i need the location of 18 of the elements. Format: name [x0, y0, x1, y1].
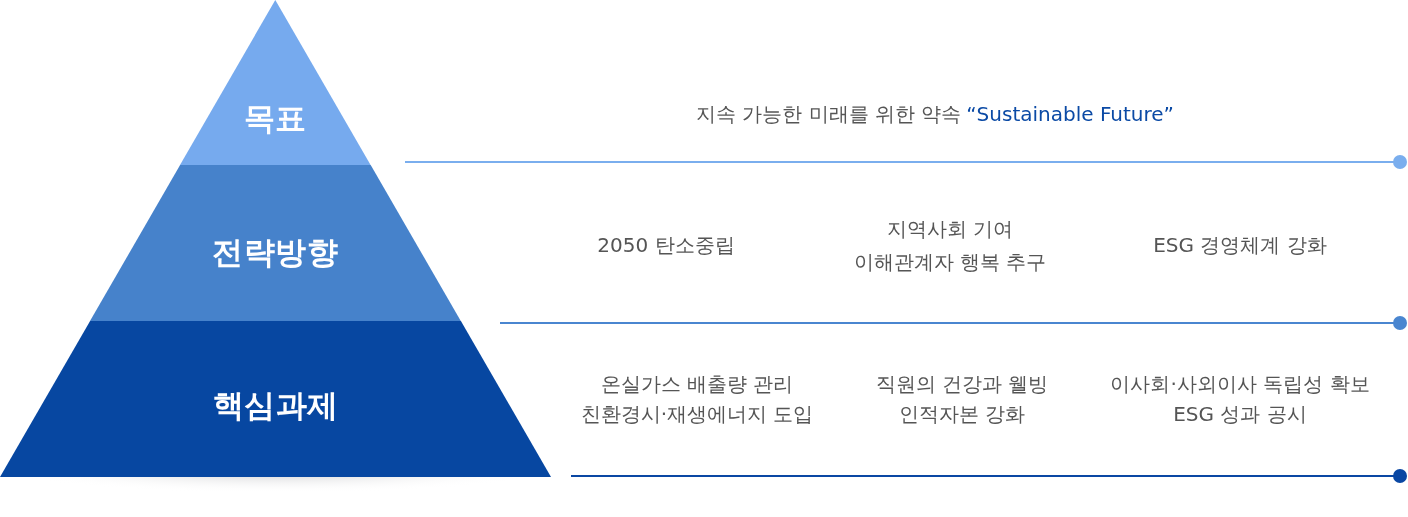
text-label: “Sustainable Future” [966, 102, 1174, 126]
tier-label: 목표 [244, 100, 307, 136]
text-label: ESG 경영체계 강화 [1153, 233, 1327, 257]
text-label: 온실가스 배출량 관리 [600, 372, 794, 396]
text-label: 이사회·사외이사 독립성 확보 [1110, 372, 1370, 396]
text-label: 2050 탄소중립 [597, 233, 735, 257]
text-label: 친환경시·재생에너지 도입 [580, 402, 814, 426]
text-label: 지역사회 기여 [886, 217, 1014, 241]
pyramid-tier [90, 165, 461, 321]
text-label: ESG 성과 공시 [1173, 402, 1307, 426]
tier-label: 전략방향 [212, 234, 339, 270]
pyramid-tier [0, 321, 551, 477]
text-label: 이해관계자 행복 추구 [853, 250, 1047, 274]
text-label: 인적자본 강화 [898, 402, 1026, 426]
text-label: 지속 가능한 미래를 위한 약속 [696, 102, 962, 126]
text-label: 직원의 건강과 웰빙 [875, 372, 1049, 396]
pyramid-tier [180, 0, 371, 165]
tier-label: 핵심과제 [212, 387, 339, 423]
